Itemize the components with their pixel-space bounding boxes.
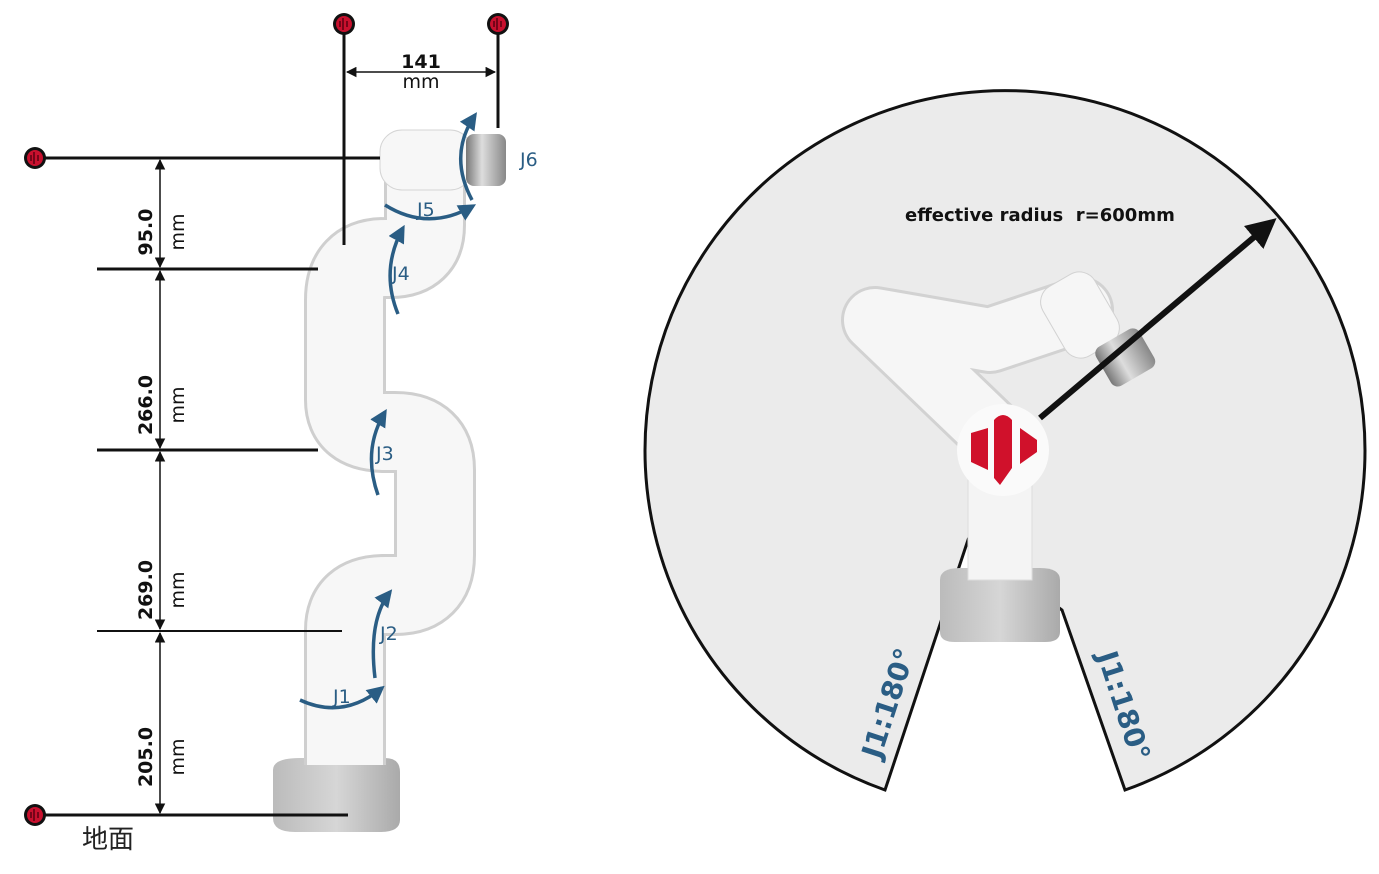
dimension-lines — [35, 24, 500, 817]
joint-label-j3: J3 — [375, 443, 394, 465]
height-unit: mm — [167, 571, 189, 608]
ground-label: 地面 — [82, 825, 134, 855]
top-dimension-unit: mm — [402, 71, 439, 93]
j3-arrow-icon — [369, 409, 387, 496]
height-unit: mm — [167, 213, 189, 250]
height-value: 95.0 — [135, 209, 157, 256]
joint-label-j4: J4 — [391, 263, 410, 285]
height-unit: mm — [167, 386, 189, 423]
reference-pin-icon — [486, 12, 510, 36]
reference-pin-icon — [332, 12, 356, 36]
left-robot-arm — [273, 129, 506, 832]
j5-arrow-icon — [384, 203, 477, 221]
height-value: 205.0 — [135, 727, 157, 787]
right-robot-arm — [841, 271, 1156, 642]
robot-base — [273, 758, 400, 832]
height-value: 266.0 — [135, 375, 157, 435]
brand-logo-icon — [971, 415, 1037, 485]
joint-label-j2: J2 — [379, 623, 398, 645]
j6-arrow-icon — [459, 112, 477, 201]
joint-rotation-arrows — [299, 112, 477, 710]
joint-label-j5: J5 — [416, 199, 435, 221]
top-dimension-value: 141 — [401, 51, 441, 73]
joint-label-j1: J1 — [332, 686, 351, 708]
tool-flange — [466, 134, 506, 186]
tool-flange — [1095, 328, 1156, 387]
j1-arrow-icon — [299, 685, 385, 710]
joint-label-j6: J6 — [519, 149, 538, 171]
effective-radius-label: effective radius r=600mm — [905, 205, 1175, 226]
reference-pin-icon — [23, 146, 47, 170]
j4-arrow-icon — [388, 224, 405, 315]
robot-head — [379, 129, 473, 191]
height-unit: mm — [167, 738, 189, 775]
j2-arrow-icon — [371, 589, 393, 679]
radius-arrow — [1038, 218, 1277, 421]
reference-pin-icon — [23, 803, 47, 827]
height-value: 269.0 — [135, 560, 157, 620]
